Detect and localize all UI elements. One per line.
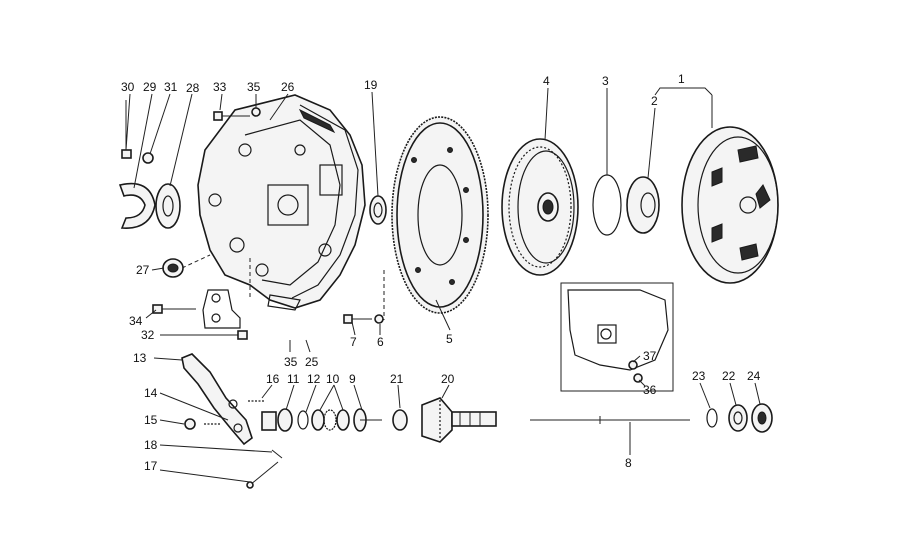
right-bearing-parts-drawing: [706, 403, 773, 433]
callout-24: 24: [747, 369, 761, 383]
callout-33: 33: [213, 80, 227, 94]
callout-14: 14: [144, 386, 158, 400]
callout-10: 10: [326, 372, 340, 386]
housing-fasteners-drawing: [118, 100, 387, 340]
clutch-cover-drawing: [681, 126, 779, 284]
flywheel-drawing: [391, 116, 489, 314]
callout-labels: 1 2 3 4 5 6 7 8 9 10 11 12 13 14 15 16 1…: [121, 72, 761, 473]
callout-6: 6: [377, 335, 384, 349]
callout-19: 19: [364, 78, 378, 92]
push-rod-drawing: [530, 416, 690, 424]
callout-27: 27: [136, 263, 150, 277]
callout-36: 36: [643, 383, 657, 397]
leader-lines: [125, 87, 761, 483]
callout-21: 21: [390, 372, 404, 386]
callout-8: 8: [625, 456, 632, 470]
callout-12: 12: [307, 372, 321, 386]
callout-29: 29: [143, 80, 157, 94]
callout-28: 28: [186, 81, 200, 95]
inset-detail-drawing: [560, 282, 674, 392]
callout-23: 23: [692, 369, 706, 383]
clutch-disc-drawing: [501, 138, 579, 276]
callout-5: 5: [446, 332, 453, 346]
callout-32: 32: [141, 328, 155, 342]
callout-16: 16: [266, 372, 280, 386]
callout-35-top: 35: [247, 80, 261, 94]
callout-20: 20: [441, 372, 455, 386]
callout-1: 1: [678, 72, 685, 86]
clutch-housing-drawing: [197, 94, 366, 329]
callout-22: 22: [722, 369, 736, 383]
shaft-parts-drawing: [261, 397, 497, 443]
callout-17: 17: [144, 459, 158, 473]
callout-25: 25: [305, 355, 319, 369]
callout-35-bottom: 35: [284, 355, 298, 369]
pressure-plate-drawing: [626, 176, 660, 234]
callout-4: 4: [543, 74, 550, 88]
callout-13: 13: [133, 351, 147, 365]
flywheel-bolts-drawing: [343, 314, 384, 324]
callout-37: 37: [643, 349, 657, 363]
release-lever-drawing: [181, 353, 283, 489]
assembly-guide-lines: [181, 254, 385, 320]
callout-9: 9: [349, 372, 356, 386]
callout-3: 3: [602, 74, 609, 88]
callout-2: 2: [651, 94, 658, 108]
callout-30: 30: [121, 80, 135, 94]
callout-18: 18: [144, 438, 158, 452]
callout-7: 7: [350, 335, 357, 349]
callout-26: 26: [281, 80, 295, 94]
ring-drawing: [592, 174, 622, 236]
callout-31: 31: [164, 80, 178, 94]
callout-bracket-1: [654, 87, 713, 96]
callout-15: 15: [144, 413, 158, 427]
callout-11: 11: [287, 372, 300, 386]
callout-34: 34: [129, 314, 143, 328]
